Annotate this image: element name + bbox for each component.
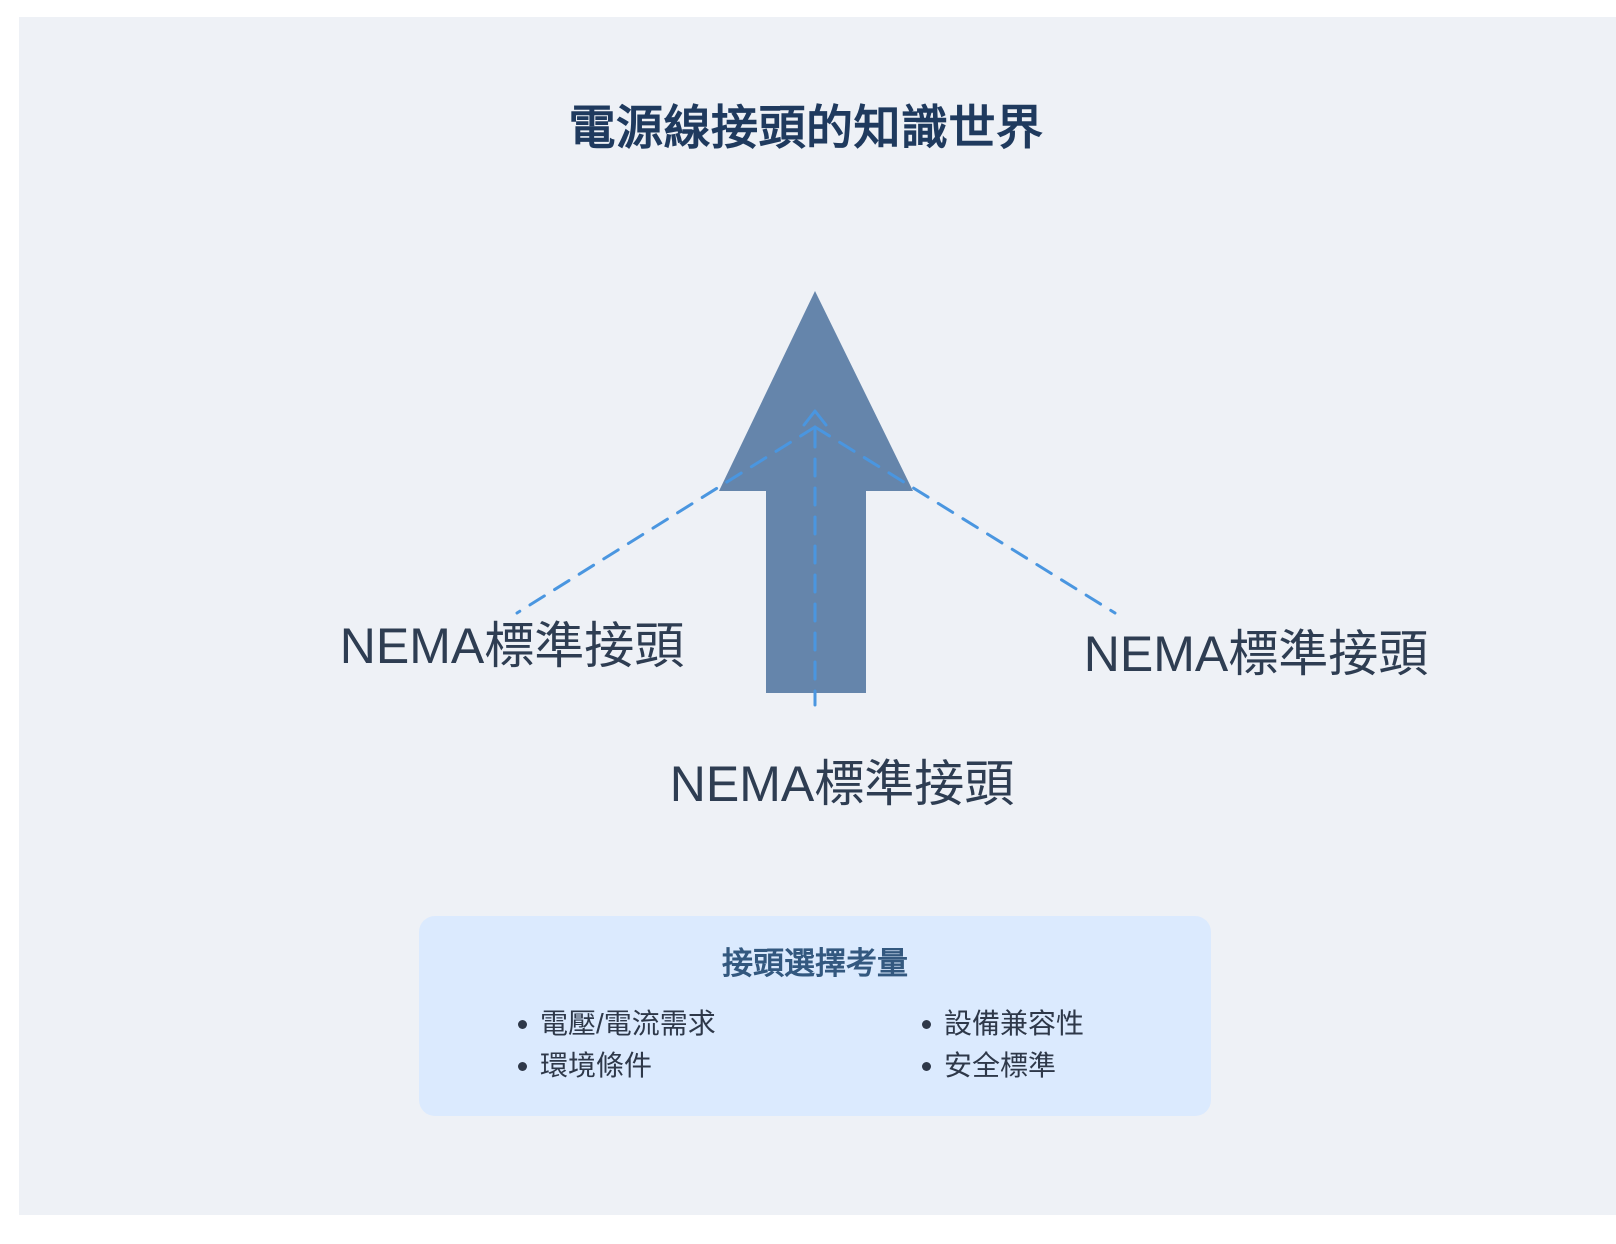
node-label-right: NEMA標準接頭 [1083, 626, 1429, 682]
bullet-icon [518, 1061, 527, 1071]
considerations-card-title: 接頭選擇考量 [722, 946, 908, 981]
node-label-bottom: NEMA標準接頭 [669, 756, 1015, 812]
list-item-label: 電壓/電流需求 [540, 1008, 716, 1039]
considerations-grid: 電壓/電流需求 環境條件 設備兼容性 安全標準 [419, 1003, 1211, 1087]
bullet-icon [518, 1019, 527, 1029]
page-title: 電源線接頭的知識世界 [568, 101, 1044, 155]
list-item: 環境條件 [518, 1045, 815, 1087]
list-item-label: 設備兼容性 [944, 1008, 1085, 1039]
considerations-list-left: 電壓/電流需求 環境條件 [419, 1003, 815, 1087]
considerations-card: 接頭選擇考量 電壓/電流需求 環境條件 設備兼容性 安全標準 [419, 916, 1211, 1116]
node-label-left: NEMA標準接頭 [339, 618, 685, 674]
list-item: 電壓/電流需求 [518, 1003, 815, 1045]
list-item-label: 環境條件 [540, 1050, 653, 1081]
bullet-icon [922, 1019, 931, 1029]
list-item-label: 安全標準 [944, 1050, 1057, 1081]
considerations-list-right: 設備兼容性 安全標準 [815, 1003, 1211, 1087]
list-item: 安全標準 [922, 1045, 1211, 1087]
bullet-icon [922, 1061, 931, 1071]
list-item: 設備兼容性 [922, 1003, 1211, 1045]
